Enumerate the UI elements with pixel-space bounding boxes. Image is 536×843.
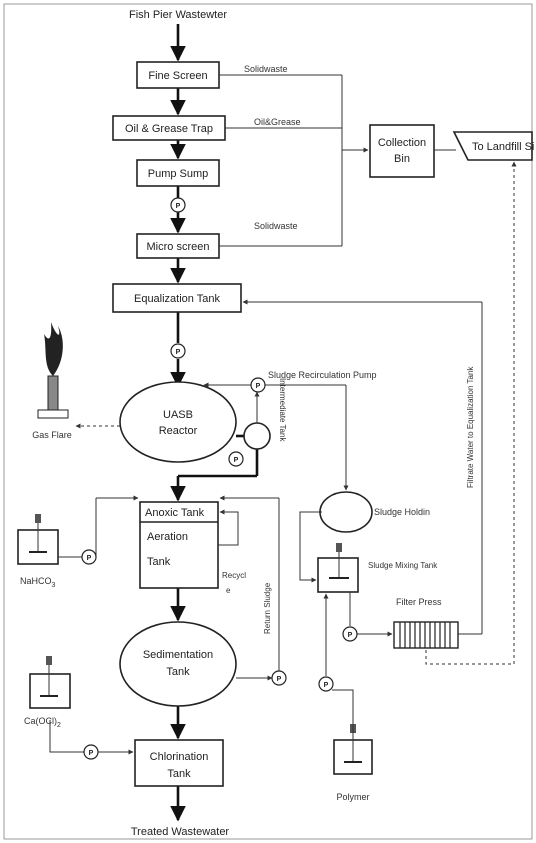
pump-sludge-feed: P: [342, 626, 358, 642]
pump-sludge-recirculation: P: [250, 377, 266, 393]
return-sludge-label: Return Sludge: [263, 582, 272, 634]
filter-press-label: Filter Press: [396, 597, 442, 607]
aeration-label-2: Tank: [147, 556, 171, 568]
solidwaste-label-1: Solidwaste: [244, 64, 288, 74]
flame-icon: [44, 322, 63, 376]
caocl2-mixer-motor-icon: [46, 656, 52, 665]
svg-text:P: P: [87, 555, 92, 562]
intermediate-tank: [243, 422, 271, 450]
equalization-tank-label: Equalization Tank: [134, 293, 221, 305]
fine-screen-label: Fine Screen: [148, 70, 207, 82]
pump-after-equalization: P: [170, 343, 186, 359]
uasb-reactor: [119, 381, 237, 463]
sludge-mixer-motor-icon: [336, 543, 342, 552]
flare-base: [37, 409, 69, 419]
landfill-label: To Landfill Si: [472, 141, 534, 153]
nahco3-mixer-motor-icon: [35, 514, 41, 523]
collection-bin-box: [369, 124, 435, 178]
sludge-holding-label: Sludge Holdin: [374, 507, 430, 517]
treated-wastewater-label: Treated Wastewater: [131, 826, 230, 838]
chlorination-label-2: Tank: [167, 768, 191, 780]
recycle-label-e: e: [226, 586, 231, 595]
chlorination-label-1: Chlorination: [150, 751, 209, 763]
micro-screen-box: [136, 233, 220, 259]
svg-text:P: P: [176, 203, 181, 210]
fine-screen-box: [136, 61, 220, 89]
cake-to-landfill-line: [425, 161, 517, 665]
polymer-line: [332, 689, 354, 740]
pump-nahco3: P: [81, 549, 97, 565]
equalization-tank-box: [112, 283, 242, 313]
svg-text:P: P: [348, 632, 353, 639]
sludge-recirculation-label: Sludge Recirculation Pump: [268, 370, 377, 380]
pump-sump-box: [136, 159, 220, 187]
sedimentation-label-2: Tank: [166, 666, 190, 678]
filter-press: [393, 621, 459, 649]
filter-press-plates: [399, 622, 451, 648]
svg-text:P: P: [256, 383, 261, 390]
pump-sump-label: Pump Sump: [148, 168, 209, 180]
svg-text:P: P: [277, 676, 282, 683]
uasb-label-1: UASB: [163, 409, 193, 421]
collection-bin-label-1: Collection: [378, 137, 426, 149]
pump-return-sludge: P: [271, 670, 287, 686]
nahco3-label: NaHCO3: [20, 576, 56, 589]
pump-polymer: P: [318, 676, 334, 692]
caocl2-label: Ca(OCl)2: [24, 716, 61, 729]
oil-grease-trap-label: Oil & Grease Trap: [125, 123, 213, 135]
flare-stack: [47, 375, 59, 411]
svg-text:P: P: [324, 682, 329, 689]
recycle-loop: [218, 509, 239, 546]
solidwaste-label-2: Solidwaste: [254, 221, 298, 231]
anoxic-tank-label: Anoxic Tank: [145, 507, 205, 519]
collection-bin-label-2: Bin: [394, 153, 410, 165]
sedimentation-tank: [119, 621, 237, 707]
page-frame: [3, 3, 533, 840]
svg-text:P: P: [234, 457, 239, 464]
aeration-label-1: Aeration: [147, 531, 188, 543]
sludge-holding-tank: [319, 491, 373, 533]
holding-to-mixing-line: [299, 511, 322, 583]
sedimentation-label-1: Sedimentation: [143, 649, 213, 661]
polymer-label: Polymer: [336, 792, 369, 802]
caocl2-tank: [29, 673, 71, 709]
uasb-label-2: Reactor: [159, 425, 198, 437]
pump-after-sump: P: [170, 197, 186, 213]
micro-screen-label: Micro screen: [147, 241, 210, 253]
intermediate-tank-label: Intermediate Tank: [278, 378, 287, 442]
oil-grease-label: Oil&Grease: [254, 117, 301, 127]
landfill-shape: [452, 131, 533, 161]
gas-flare-label: Gas Flare: [32, 430, 72, 440]
svg-text:P: P: [89, 750, 94, 757]
sludge-mixing-label: Sludge Mixing Tank: [368, 561, 438, 570]
chlorination-tank-box: [134, 739, 224, 787]
inlet-label: Fish Pier Wastewter: [129, 9, 227, 21]
anoxic-aeration-tank-box: [139, 501, 219, 589]
sludge-mixing-tank: [317, 557, 359, 593]
pump-caocl2: P: [83, 744, 99, 760]
pump-uasb-outlet: P: [228, 451, 244, 467]
caocl2-to-pump-line: [49, 720, 84, 753]
filtrate-water-label: Filtrate Water to Equalization Tank: [466, 366, 475, 488]
recycle-label: Recycl: [222, 571, 246, 580]
svg-text:P: P: [176, 349, 181, 356]
